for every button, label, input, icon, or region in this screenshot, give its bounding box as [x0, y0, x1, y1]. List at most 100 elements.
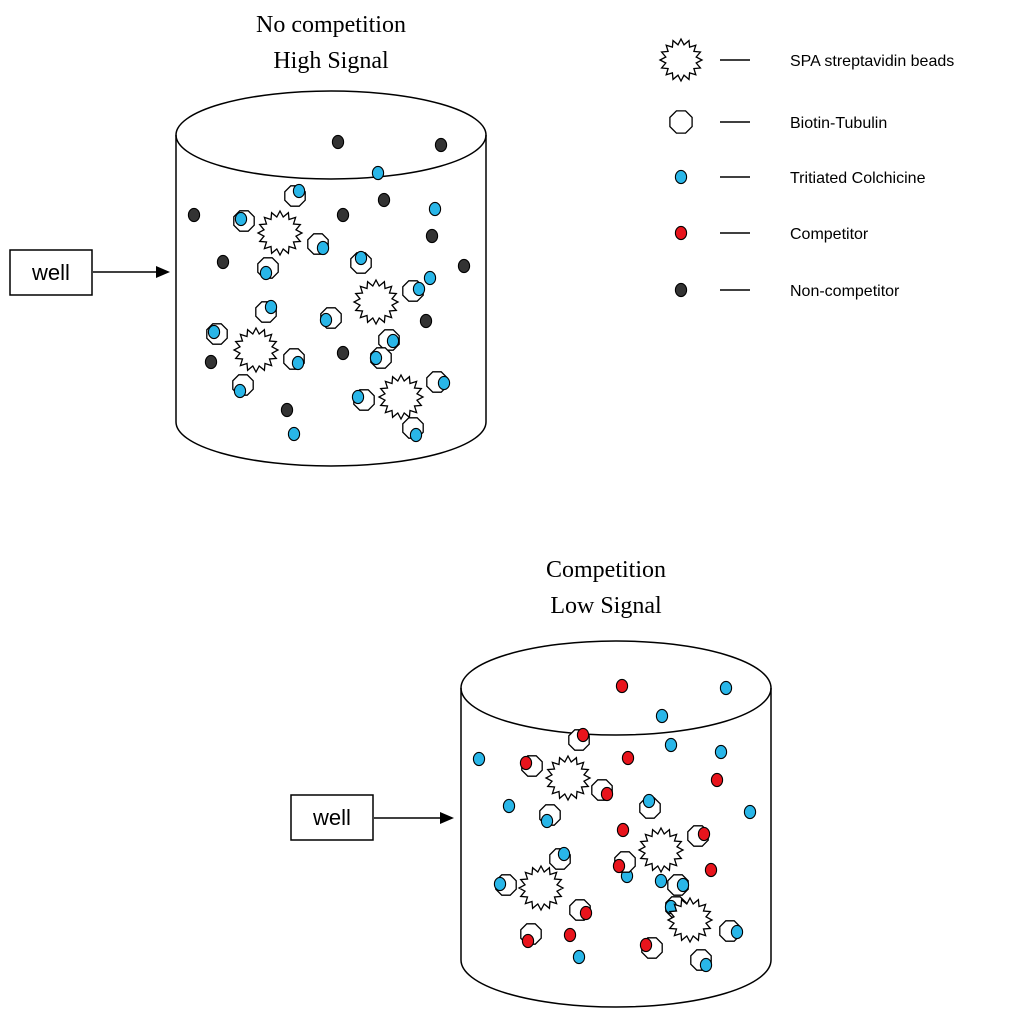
bottom-well-label-box — [290, 794, 374, 841]
top-well-contents — [187, 134, 471, 443]
top-well-cylinder — [175, 90, 487, 467]
colchicine-dot-icon — [540, 813, 554, 829]
legend-item-non-competitor: Non-competitor — [674, 282, 900, 300]
legend-label: Tritiated Colchicine — [790, 170, 926, 187]
colchicine-dot-icon — [316, 240, 330, 256]
colchicine-dot-icon — [234, 211, 248, 227]
non-competitor-dot-icon — [204, 354, 218, 370]
bottom-title-line2: Low Signal — [550, 593, 662, 619]
colchicine-dot-icon — [664, 737, 678, 753]
top-well-callout: well — [9, 249, 170, 296]
spa-bead-icon — [352, 278, 400, 326]
competitor-legend-icon — [674, 225, 688, 241]
non-competitor-dot-icon — [216, 254, 230, 270]
competitor-dot-icon — [600, 786, 614, 802]
colchicine-dot-icon — [699, 957, 713, 973]
competitor-dot-icon — [612, 858, 626, 874]
bottom-well-rim — [460, 640, 772, 736]
non-competitor-dot-icon — [419, 313, 433, 329]
top-well-rim — [175, 90, 487, 180]
colchicine-dot-icon — [351, 389, 365, 405]
non-competitor-dot-icon — [280, 402, 294, 418]
legend-label: Non-competitor — [790, 283, 900, 300]
spa-bead-icon — [666, 896, 714, 944]
non-competitor-dot-icon — [425, 228, 439, 244]
colchicine-dot-icon — [287, 426, 301, 442]
non-competitor-dot-icon — [336, 207, 350, 223]
colchicine-dot-icon — [428, 201, 442, 217]
bottom-well-contents — [472, 678, 757, 973]
colchicine-dot-icon — [655, 708, 669, 724]
competitor-dot-icon — [615, 678, 629, 694]
colchicine-dot-icon — [502, 798, 516, 814]
legend-label: Biotin-Tubulin — [790, 115, 887, 132]
colchicine-dot-icon — [207, 324, 221, 340]
colchicine-dot-icon — [719, 680, 733, 696]
legend-label: Competitor — [790, 226, 869, 243]
colchicine-dot-icon — [259, 265, 273, 281]
competitor-dot-icon — [639, 937, 653, 953]
colchicine-dot-icon — [730, 924, 744, 940]
colchicine-dot-icon — [264, 299, 278, 315]
legend-item-biotin-tubulin: Biotin-Tubulin — [669, 110, 887, 134]
non-competitor-dot-icon — [434, 137, 448, 153]
colchicine-dot-icon — [423, 270, 437, 286]
colchicine-dot-icon — [557, 846, 571, 862]
colchicine-dot-icon — [291, 355, 305, 371]
tritiated-colchicine-legend-icon — [674, 169, 688, 185]
competitor-dot-icon — [521, 933, 535, 949]
colchicine-dot-icon — [572, 949, 586, 965]
colchicine-dot-icon — [409, 427, 423, 443]
top-panel: No competition High Signal well — [9, 12, 487, 467]
colchicine-dot-icon — [354, 250, 368, 266]
colchicine-dot-icon — [371, 165, 385, 181]
colchicine-dot-icon — [319, 312, 333, 328]
colchicine-dot-icon — [642, 793, 656, 809]
spa-bead-icon — [658, 37, 704, 83]
colchicine-dot-icon — [714, 744, 728, 760]
competitor-dot-icon — [616, 822, 630, 838]
non-competitor-dot-icon — [336, 345, 350, 361]
colchicine-dot-icon — [233, 383, 247, 399]
biotin-tubulin-icon — [669, 110, 693, 134]
non-competitor-dot-icon — [377, 192, 391, 208]
spa-bead-icon — [544, 754, 592, 802]
top-title-line1: No competition — [256, 12, 406, 38]
top-title-line2: High Signal — [273, 48, 389, 74]
colchicine-dot-icon — [412, 281, 426, 297]
colchicine-dot-icon — [472, 751, 486, 767]
competitor-dot-icon — [697, 826, 711, 842]
legend-item-competitor: Competitor — [674, 225, 869, 243]
bottom-well-body — [460, 688, 772, 1008]
legend-item-tritiated-colchicine: Tritiated Colchicine — [674, 169, 926, 187]
bottom-title-line1: Competition — [546, 557, 666, 583]
bottom-well-label: well — [312, 805, 351, 830]
bottom-well-arrowhead — [440, 812, 454, 824]
competitor-dot-icon — [576, 727, 590, 743]
competitor-dot-icon — [519, 755, 533, 771]
competitor-dot-icon — [710, 772, 724, 788]
bottom-well-callout: well — [290, 794, 454, 841]
colchicine-dot-icon — [437, 375, 451, 391]
non-competitor-dot-icon — [187, 207, 201, 223]
bottom-panel: Competition Low Signal well — [290, 557, 772, 1008]
top-well-label-box — [9, 249, 93, 296]
colchicine-dot-icon — [292, 183, 306, 199]
legend-label: SPA streptavidin beads — [790, 53, 954, 70]
colchicine-dot-icon — [654, 873, 668, 889]
colchicine-dot-icon — [369, 350, 383, 366]
spa-bead-icon — [637, 826, 685, 874]
top-well-arrowhead — [156, 266, 170, 278]
spa-bead-icon — [256, 209, 304, 257]
legend: SPA streptavidin beadsBiotin-TubulinTrit… — [658, 37, 954, 300]
non-competitor-dot-icon — [457, 258, 471, 274]
colchicine-dot-icon — [676, 877, 690, 893]
top-well-label: well — [31, 260, 70, 285]
non-competitor-dot-icon — [331, 134, 345, 150]
competitor-dot-icon — [704, 862, 718, 878]
spa-bead-icon — [517, 864, 565, 912]
competitor-dot-icon — [563, 927, 577, 943]
legend-item-spa-bead: SPA streptavidin beads — [658, 37, 954, 83]
spa-bead-icon — [377, 373, 425, 421]
